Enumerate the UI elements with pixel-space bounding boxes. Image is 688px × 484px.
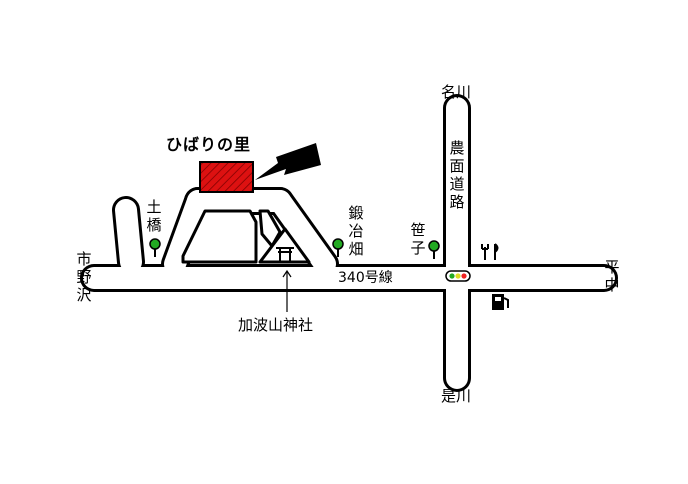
place-tanbata: 鍛冶畑 (348, 204, 364, 258)
shrine-pointer (282, 269, 292, 312)
block-shrine (258, 227, 311, 264)
road-name-label: 340号線 (338, 270, 393, 286)
roads (80, 94, 618, 392)
tree-icon (332, 238, 344, 257)
direction-north: 名川 (441, 83, 472, 101)
direction-west: 市野沢 (76, 250, 92, 304)
direction-south: 是川 (441, 387, 472, 405)
place-farm-road: 農面道路 (449, 139, 465, 211)
shrine-label: 加波山神社 (238, 316, 314, 334)
arrow-icon (255, 143, 321, 180)
tree-icon (428, 240, 440, 259)
gas-station-icon (492, 294, 509, 310)
tree-icon (149, 238, 161, 257)
traffic-light-icon (445, 270, 471, 282)
direction-east: 平中 (604, 258, 620, 294)
city-blocks (181, 209, 311, 264)
restaurant-icon (481, 243, 499, 260)
block-west (181, 209, 258, 264)
place-sasago: 笹子 (410, 221, 426, 257)
place-tsuchihashi: 土橋 (146, 198, 162, 234)
destination-building (199, 161, 254, 193)
destination-label: ひばりの里 (166, 135, 252, 154)
shrine-icon (276, 247, 294, 261)
